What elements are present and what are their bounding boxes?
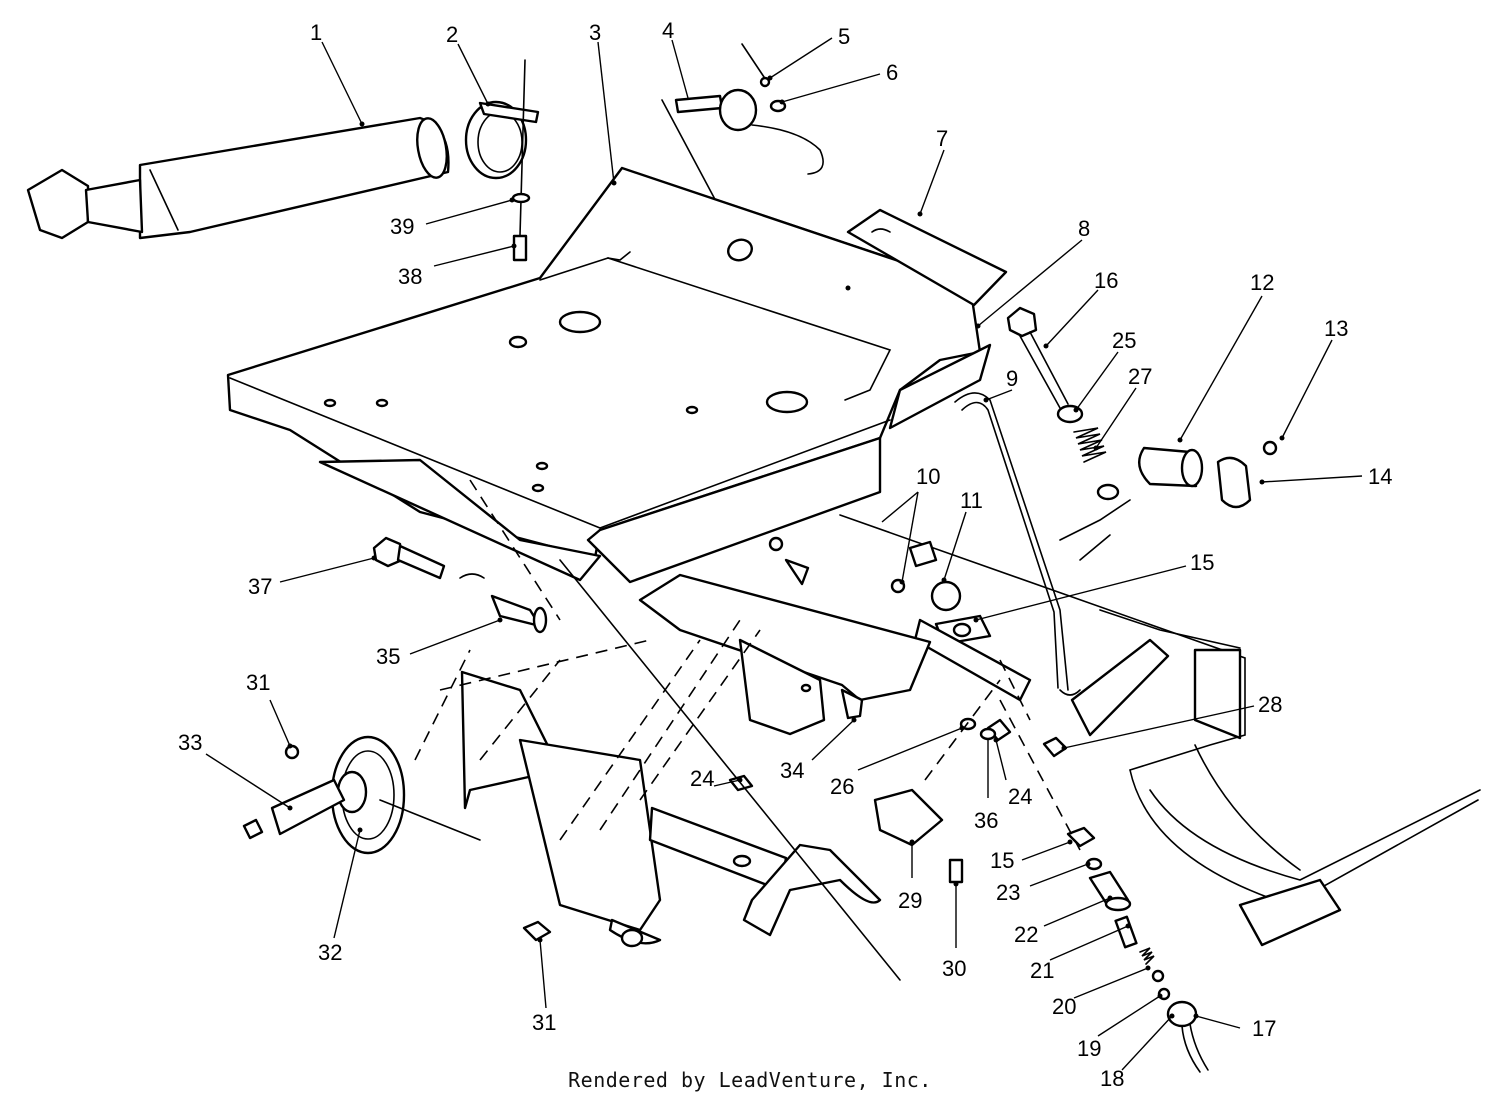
- part-pulley: [242, 735, 406, 855]
- part-lever-arms: [460, 638, 882, 948]
- callout-26: 26: [830, 774, 854, 799]
- callout-32: 32: [318, 940, 342, 965]
- callout-25: 25: [1112, 328, 1136, 353]
- callout-4: 4: [662, 18, 674, 43]
- callout-19: 19: [1077, 1036, 1101, 1061]
- callout-31-upper: 31: [246, 670, 270, 695]
- callout-39: 39: [390, 214, 414, 239]
- callout-33: 33: [178, 730, 202, 755]
- part-bolt-spring: [1006, 306, 1120, 501]
- footer-credit: Rendered by LeadVenture, Inc.: [568, 1068, 932, 1092]
- callout-13: 13: [1324, 316, 1348, 341]
- callout-35: 35: [376, 644, 400, 669]
- callout-8: 8: [1078, 216, 1090, 241]
- leader-lines: [205, 37, 1363, 1071]
- callout-7: 7: [936, 126, 948, 151]
- part-bolt-spacer: [372, 536, 548, 634]
- callout-24-right: 24: [1008, 784, 1032, 809]
- callout-29: 29: [898, 888, 922, 913]
- reference-lines: [379, 479, 1131, 981]
- callout-10: 10: [916, 464, 940, 489]
- callout-22: 22: [1014, 922, 1038, 947]
- callout-14: 14: [1368, 464, 1392, 489]
- callout-17: 17: [1252, 1016, 1276, 1041]
- callout-34: 34: [780, 758, 804, 783]
- callout-30: 30: [942, 956, 966, 981]
- callout-16: 16: [1094, 268, 1118, 293]
- part-clamp-band: [464, 100, 540, 180]
- part-frame-chassis: [839, 514, 1481, 947]
- part-canister-clamp: [1138, 440, 1278, 509]
- callout-28: 28: [1258, 692, 1282, 717]
- callout-20: 20: [1052, 994, 1076, 1019]
- callout-1: 1: [310, 20, 322, 45]
- part-fittings: [890, 540, 1032, 702]
- callout-36: 36: [974, 808, 998, 833]
- part-bracket-plate: [846, 208, 1008, 307]
- callout-6: 6: [886, 60, 898, 85]
- part-valve-stack: [1085, 857, 1209, 1073]
- callout-27: 27: [1128, 364, 1152, 389]
- callout-2: 2: [446, 22, 458, 47]
- callout-38: 38: [398, 264, 422, 289]
- callout-23: 23: [996, 880, 1020, 905]
- callout-3: 3: [589, 20, 601, 45]
- callout-15-lower: 15: [990, 848, 1014, 873]
- callout-37: 37: [248, 574, 272, 599]
- callout-15-upper: 15: [1190, 550, 1214, 575]
- part-control-rod: [954, 392, 1081, 696]
- callout-24-left: 24: [690, 766, 714, 791]
- callout-labels: 1 2 3 4 5 6 7 8 9 10 11 12 13 14 15 15 1…: [178, 18, 1392, 1091]
- callout-12: 12: [1250, 270, 1274, 295]
- callout-31-lower: 31: [532, 1010, 556, 1035]
- callout-5: 5: [838, 24, 850, 49]
- callout-18: 18: [1100, 1066, 1124, 1091]
- part-tube: [26, 116, 450, 240]
- callout-9: 9: [1006, 366, 1018, 391]
- part-shroud: [638, 536, 932, 720]
- part-deck-platform: [226, 166, 992, 584]
- callout-11: 11: [960, 488, 983, 513]
- callout-21: 21: [1030, 958, 1054, 983]
